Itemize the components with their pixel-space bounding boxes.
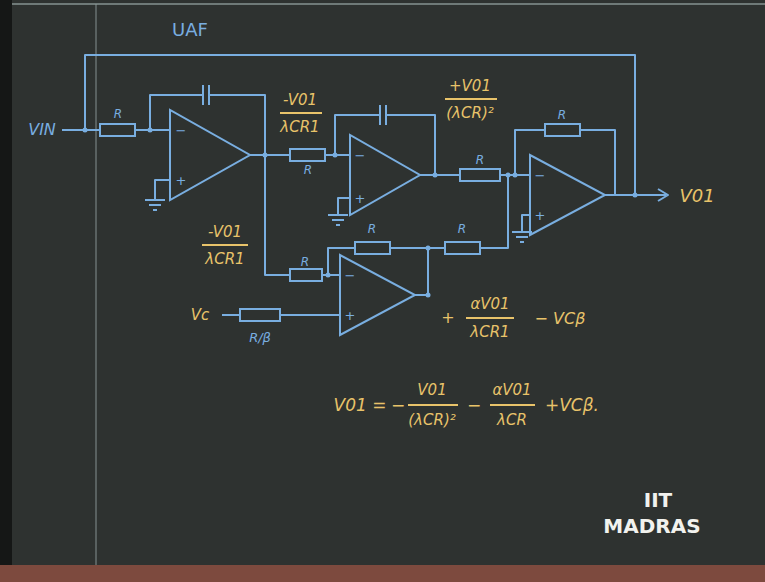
component-label: R/β <box>249 331 271 344</box>
circuit-wire <box>428 175 508 248</box>
resistor-symbol <box>290 269 322 281</box>
opamp-symbol <box>340 255 415 335</box>
signal-expression: + <box>441 310 454 326</box>
component-label: R <box>301 256 309 268</box>
circuit-wire <box>338 198 350 215</box>
signal-expression: V01 <box>679 187 714 205</box>
opamp-symbol <box>530 155 605 235</box>
component-label: R <box>558 109 566 121</box>
component-label: − <box>176 124 187 137</box>
junction-dot <box>326 273 331 278</box>
ground-symbol <box>145 200 165 210</box>
circuit-wire <box>85 55 635 195</box>
fraction-bar <box>445 98 497 100</box>
signal-expression: λCR <box>497 413 527 428</box>
component-label: R <box>368 223 376 235</box>
junction-dot <box>426 246 431 251</box>
junction-dot <box>83 128 638 298</box>
signal-expression: − VCβ <box>535 311 586 327</box>
junction-dot <box>83 128 88 133</box>
component-label: R <box>476 154 484 166</box>
circuit-wire <box>658 189 668 201</box>
component-label: VIN <box>28 122 56 138</box>
component-label: − <box>535 169 546 182</box>
signal-expression: − <box>391 397 405 414</box>
fraction-bar <box>202 244 248 246</box>
signal-expression: V01 = <box>334 397 387 414</box>
opamp-symbol <box>350 135 420 215</box>
ground-symbol <box>328 215 348 225</box>
capacitor-symbol <box>203 85 209 105</box>
signal-expression: λCR1 <box>280 120 319 135</box>
circuit-wire <box>62 55 668 315</box>
signal-expression: λCR1 <box>205 252 244 267</box>
component-label: R <box>304 164 312 176</box>
signal-expression: (λCR)² <box>446 106 494 121</box>
fraction-bar <box>202 99 535 405</box>
resistor-symbol <box>290 149 325 161</box>
board-frame <box>95 4 97 565</box>
signal-expression: (λCR)² <box>408 413 456 428</box>
resistor-symbol <box>460 169 500 181</box>
component-label: + <box>535 209 546 222</box>
capacitor-symbol <box>380 105 386 125</box>
ground-symbol <box>145 200 532 242</box>
resistor-symbol <box>355 242 390 254</box>
circuit-wire <box>322 274 340 276</box>
signal-expression: -V01 <box>208 225 242 240</box>
watermark: IIT <box>644 490 673 510</box>
junction-dot <box>333 153 338 158</box>
component-label: − <box>345 269 356 282</box>
component-label: + <box>345 309 356 322</box>
signal-expression: +V01 <box>449 79 491 94</box>
opamp-symbol <box>170 110 250 200</box>
component-label: − <box>355 149 366 162</box>
component-label: R <box>114 108 122 120</box>
resistor-symbol <box>445 242 480 254</box>
junction-dot <box>633 193 638 198</box>
signal-expression: − <box>467 397 481 414</box>
board-title: UAF <box>172 21 208 39</box>
signal-expression: V01 <box>417 383 446 398</box>
board-edge <box>0 0 12 582</box>
circuit-wire <box>250 155 290 275</box>
fraction-bar <box>490 404 535 406</box>
fraction-bar <box>466 317 514 319</box>
resistor-symbol <box>240 309 280 321</box>
board-ledge <box>0 565 765 582</box>
junction-dot <box>513 173 518 178</box>
component-label: R <box>458 223 466 235</box>
watermark: MADRAS <box>603 516 700 536</box>
circuit-wire <box>328 248 428 295</box>
circuit-wire <box>522 215 530 232</box>
junction-dot <box>433 173 438 178</box>
junction-dot <box>263 153 268 158</box>
circuit-wire <box>62 129 170 131</box>
fraction-bar <box>280 112 322 114</box>
signal-expression: -V01 <box>283 93 317 108</box>
signal-expression: +VCβ. <box>545 397 599 414</box>
resistor-symbol <box>545 124 580 136</box>
circuit-wire <box>150 95 265 155</box>
board-frame <box>12 3 765 5</box>
component-label: + <box>176 174 187 187</box>
junction-dot <box>148 128 153 133</box>
fraction-bar <box>408 404 458 406</box>
resistor-symbol <box>100 124 135 136</box>
opamp-symbol <box>170 110 605 335</box>
signal-expression: Vc <box>191 308 210 323</box>
signal-expression: αV01 <box>470 297 509 312</box>
component-label: + <box>355 192 366 205</box>
signal-expression: λCR1 <box>470 325 509 340</box>
junction-dot <box>506 173 511 178</box>
circuit-wire <box>155 180 170 200</box>
signal-expression: αV01 <box>492 383 531 398</box>
junction-dot <box>426 293 431 298</box>
